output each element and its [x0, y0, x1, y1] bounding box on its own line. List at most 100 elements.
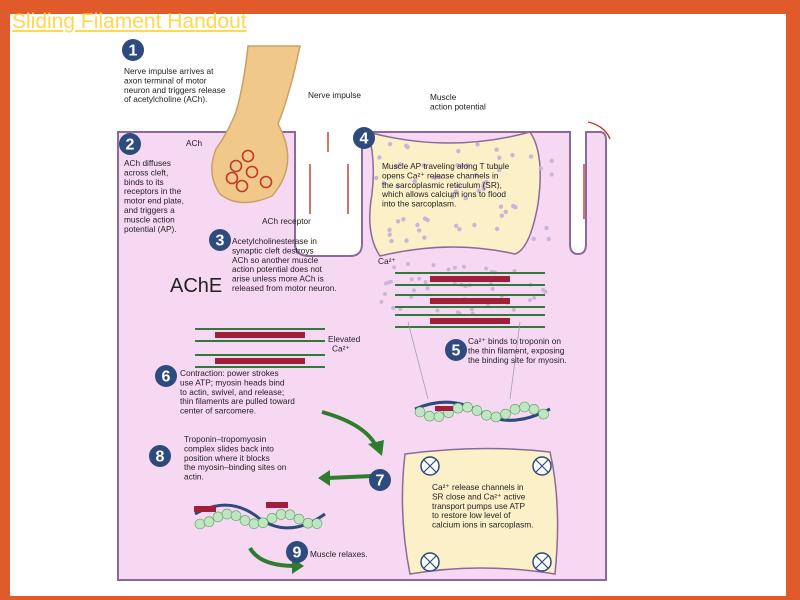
thin-filament [395, 272, 545, 274]
ca-ion [423, 279, 428, 284]
ca-ion [387, 232, 392, 237]
thin-filament [195, 354, 325, 356]
actin-monomer [462, 401, 473, 413]
troponin [435, 406, 453, 411]
actin-monomer [471, 405, 483, 416]
actin-monomer [194, 518, 206, 530]
thin-filament [395, 306, 545, 308]
step-number: 1 [129, 43, 138, 60]
thin-filament [195, 366, 325, 368]
ca-ion [532, 295, 537, 300]
vesicle [225, 171, 239, 185]
pump-cross [535, 555, 549, 569]
impulse-arrows [309, 121, 611, 219]
ca-ion [397, 162, 403, 167]
actin-monomer [528, 404, 540, 415]
thick-filament [430, 276, 510, 282]
ca-ion [453, 189, 459, 194]
ca-ion [476, 188, 481, 193]
troponin [266, 502, 288, 508]
ca-ion [531, 236, 536, 242]
thin-filament [195, 328, 325, 330]
ca-ion [453, 223, 459, 229]
zoom-guides [407, 321, 521, 400]
actin-monomer [302, 517, 314, 529]
ca-ion [422, 235, 427, 240]
vesicle [235, 179, 249, 193]
ca-ion [381, 181, 387, 186]
ca-ion [432, 175, 438, 180]
step-badge [155, 365, 177, 387]
ca-ion [405, 262, 410, 267]
ca-ion [377, 155, 382, 160]
ca-ion [528, 154, 534, 159]
ca-ion [544, 225, 549, 231]
ca-ion [412, 288, 417, 293]
ca-ion [512, 268, 517, 273]
step-number: 8 [156, 449, 165, 466]
ca-ion [474, 172, 479, 178]
step-description: Muscle relaxes. [310, 549, 368, 559]
pump-cross [423, 459, 437, 473]
ca-ion [481, 186, 486, 192]
vesicle [259, 175, 273, 189]
ca-ion [463, 195, 468, 201]
ach-label: ACh [186, 138, 203, 148]
ca-ion [511, 203, 516, 209]
step-number: 3 [216, 233, 225, 250]
ca-ion [455, 163, 460, 168]
ca-ion [446, 267, 451, 272]
actin-monomer [424, 410, 435, 422]
thick-filament [215, 358, 305, 364]
sarcoplasmic-reticulum-lower [401, 447, 559, 575]
step-badge [369, 469, 391, 491]
slide-title: Sliding Filament Handout [12, 10, 247, 33]
ca-ion [379, 299, 384, 304]
vesicle [245, 165, 259, 179]
actin-monomer [293, 513, 305, 525]
ca-ion [404, 143, 409, 148]
step-badge [209, 229, 231, 251]
actin-monomer [519, 401, 530, 413]
ca-ion [497, 155, 502, 160]
thick-filament [430, 298, 510, 304]
actin-monomer [414, 406, 426, 418]
ca-ion [401, 217, 406, 222]
ca-ion [422, 216, 428, 221]
ca-ion [457, 227, 462, 232]
ca-ion [469, 307, 474, 312]
ca-ion [498, 204, 504, 209]
ca-ion [484, 179, 489, 185]
actin-monomer [452, 402, 464, 414]
thick-filament [215, 332, 305, 338]
ca-ion [494, 147, 499, 152]
step-number: 2 [126, 137, 135, 154]
ca-ion [412, 179, 418, 184]
step-number: 4 [360, 131, 369, 148]
thin-filament [395, 294, 545, 296]
vesicle [241, 149, 255, 163]
ca-ion [450, 194, 455, 200]
ca-ion [546, 236, 551, 242]
actin-monomer [481, 409, 492, 421]
step-badge [122, 39, 144, 61]
thick-filament [430, 318, 510, 324]
ca-ion [383, 281, 388, 286]
ca-ion [475, 142, 480, 147]
ca-ion [503, 209, 509, 214]
ca-ion [391, 306, 396, 311]
ca-ion [437, 174, 443, 180]
thin-filament [395, 314, 545, 316]
actin-monomer [221, 508, 233, 520]
thin-filament [395, 326, 545, 328]
